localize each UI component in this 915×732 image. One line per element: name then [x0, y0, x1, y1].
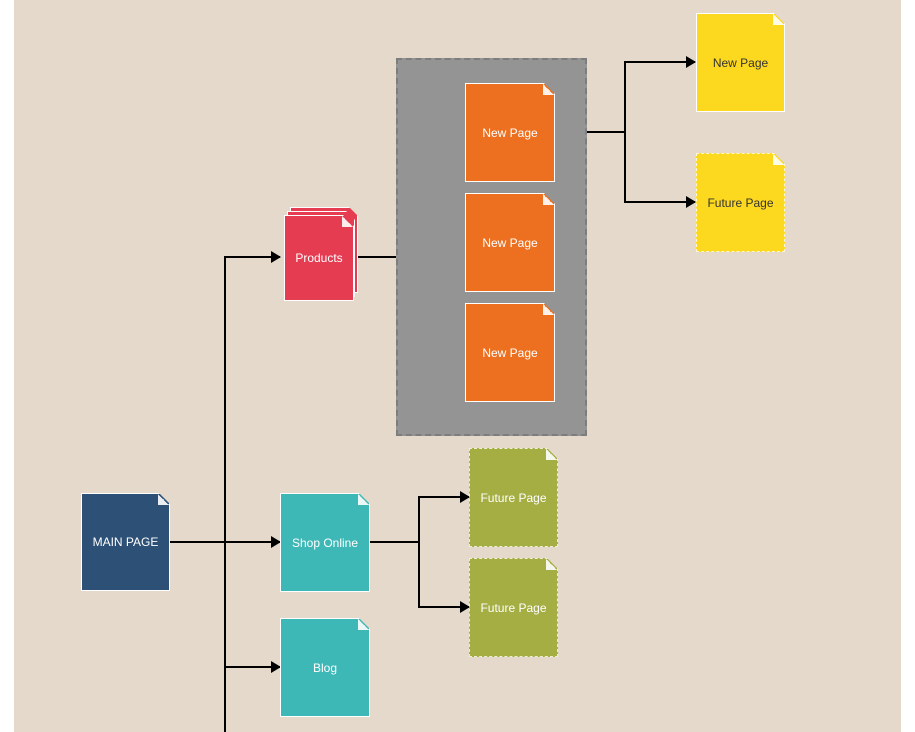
node-main-page-label: MAIN PAGE [92, 535, 159, 549]
node-shop-future-page-1-label: Future Page [480, 490, 547, 505]
node-shop-online[interactable]: Shop Online [280, 493, 370, 592]
node-products-new-page-2[interactable]: New Page [465, 193, 555, 292]
node-blog-label: Blog [312, 660, 338, 675]
node-main-page[interactable]: MAIN PAGE [81, 493, 170, 591]
node-products-new-page-2-label: New Page [482, 235, 538, 250]
node-products[interactable]: Products [284, 215, 354, 301]
node-blog[interactable]: Blog [280, 618, 370, 717]
node-sub-new-page-label: New Page [712, 55, 769, 70]
node-shop-future-page-2[interactable]: Future Page [469, 558, 558, 657]
node-products-label: Products [295, 251, 343, 265]
node-products-new-page-1-label: New Page [482, 125, 538, 140]
node-products-new-page-3[interactable]: New Page [465, 303, 555, 402]
node-sub-new-page[interactable]: New Page [696, 13, 785, 112]
node-shop-future-page-1[interactable]: Future Page [469, 448, 558, 547]
node-products-new-page-1[interactable]: New Page [465, 83, 555, 182]
node-shop-online-label: Shop Online [291, 535, 359, 550]
node-sub-future-page-label: Future Page [707, 195, 774, 210]
node-shop-future-page-2-label: Future Page [480, 600, 547, 615]
node-products-new-page-3-label: New Page [482, 345, 538, 360]
node-sub-future-page[interactable]: Future Page [696, 153, 785, 252]
